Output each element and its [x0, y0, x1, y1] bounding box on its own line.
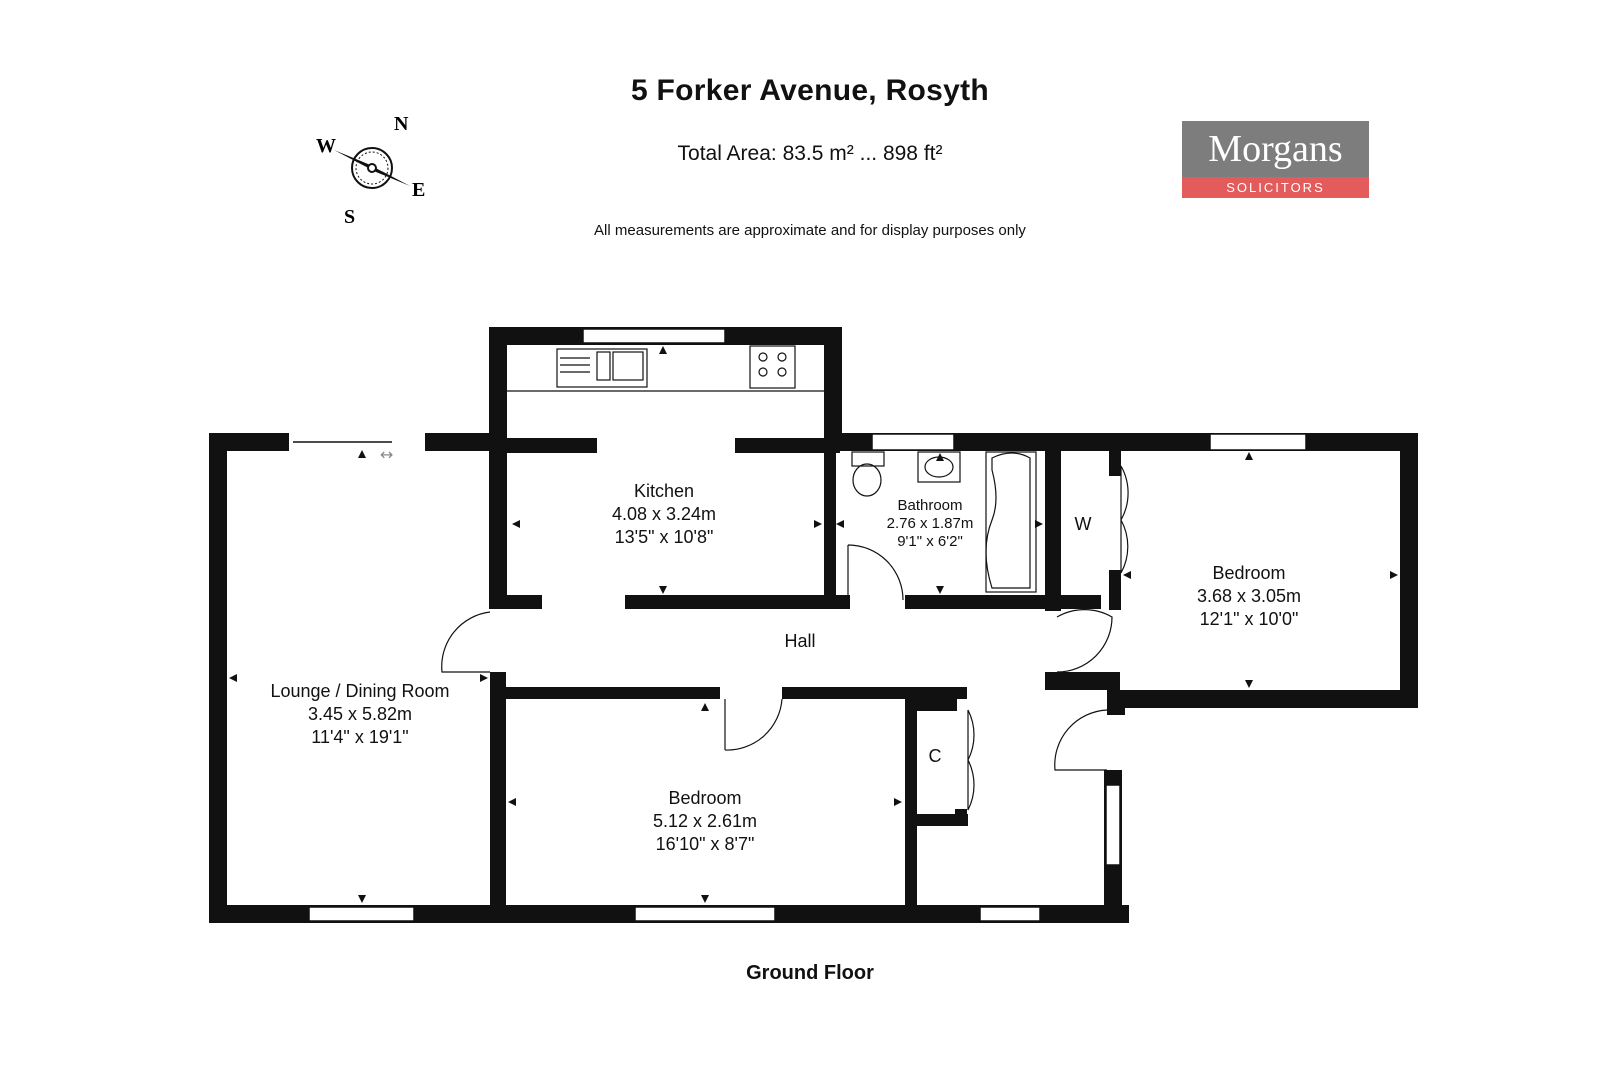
bathroom-fittings — [851, 451, 1037, 593]
compass-s: S — [344, 206, 355, 228]
door-swings — [441, 465, 1129, 811]
room-name: Bedroom — [668, 788, 742, 808]
room-imperial: 9'1" x 6'2" — [897, 533, 963, 550]
room-name: Lounge / Dining Room — [270, 681, 450, 701]
compass-n: N — [394, 113, 409, 135]
room-name: W — [1074, 514, 1092, 534]
bathroom-label: Bathroom 2.76 x 1.87m 9'1" x 6'2" — [860, 497, 1000, 551]
windows — [308, 328, 1307, 922]
room-metric: 3.68 x 3.05m — [1196, 586, 1302, 606]
plan-title: 5 Forker Avenue, Rosyth — [630, 74, 990, 107]
compass-e: E — [412, 179, 425, 201]
kitchen-label: Kitchen 4.08 x 3.24m 13'5" x 10'8" — [580, 480, 748, 549]
logo-name: Morgans — [1182, 121, 1369, 177]
dimension-arrows — [229, 346, 1398, 903]
room-metric: 3.45 x 5.82m — [307, 704, 413, 724]
room-name: C — [928, 746, 942, 766]
kitchen-units — [507, 345, 824, 392]
room-metric: 4.08 x 3.24m — [611, 504, 717, 524]
cupboard-label: C — [920, 745, 950, 768]
compass-w: W — [316, 135, 336, 157]
logo-tagline: SOLICITORS — [1182, 177, 1369, 198]
morgans-logo: Morgans SOLICITORS — [1182, 121, 1369, 198]
room-name: Bedroom — [1212, 563, 1286, 583]
room-imperial: 11'4" x 19'1" — [311, 727, 409, 747]
disclaimer: All measurements are approximate and for… — [594, 222, 1026, 239]
room-name: Hall — [784, 631, 816, 651]
room-imperial: 16'10" x 8'7" — [655, 834, 755, 854]
room-name: Bathroom — [897, 497, 963, 514]
total-area: Total Area: 83.5 m² ... 898 ft² — [677, 142, 943, 165]
floor-label: Ground Floor — [746, 962, 874, 984]
room-metric: 5.12 x 2.61m — [652, 811, 758, 831]
room-imperial: 12'1" x 10'0" — [1199, 609, 1299, 629]
bedroom-east-label: Bedroom 3.68 x 3.05m 12'1" x 10'0" — [1160, 562, 1338, 631]
room-name: Kitchen — [633, 481, 695, 501]
lounge-label: Lounge / Dining Room 3.45 x 5.82m 11'4" … — [255, 680, 465, 749]
svg-text:↔: ↔ — [380, 445, 393, 464]
room-metric: 2.76 x 1.87m — [886, 515, 974, 532]
hall-label: Hall — [770, 630, 830, 653]
wardrobe-label: W — [1068, 513, 1098, 536]
compass-icon: N E S W — [316, 113, 425, 228]
room-imperial: 13'5" x 10'8" — [614, 527, 714, 547]
bedroom-south-label: Bedroom 5.12 x 2.61m 16'10" x 8'7" — [615, 787, 795, 856]
